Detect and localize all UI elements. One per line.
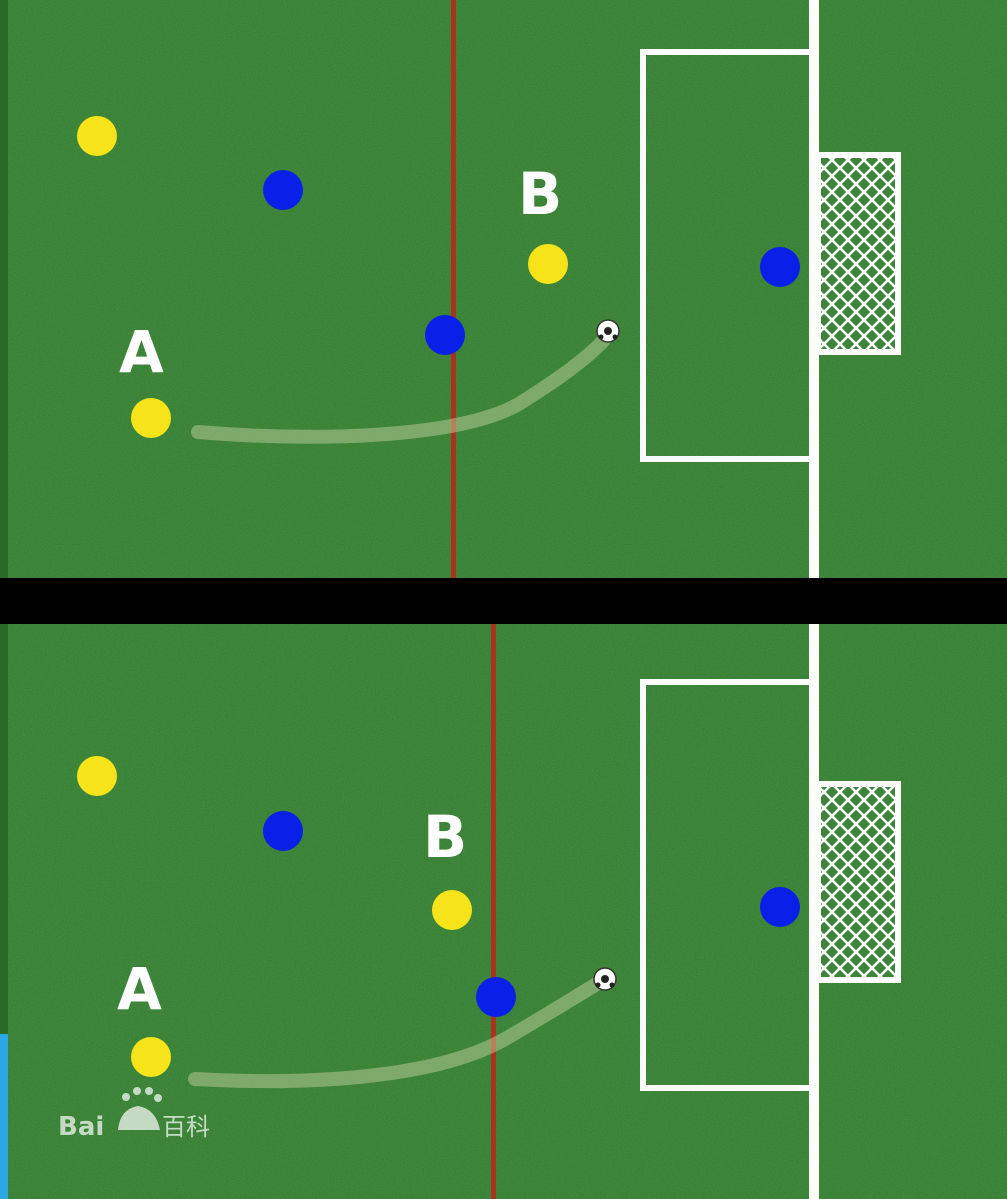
label-a: A [117,955,162,1023]
goalkeeper-player [760,887,800,927]
defender-player [425,315,465,355]
watermark-brand-left: Bai [58,1112,104,1142]
panel-divider [0,578,1007,624]
top-panel: A B [0,0,1007,578]
bottom-pitch-svg: A B Bai 百科 [0,624,1007,1199]
offside-line [451,0,456,578]
left-blue-edge [0,1034,8,1199]
attacker-player-b [432,890,472,930]
watermark-brand-right: 百科 [162,1113,210,1141]
defender-player [263,170,303,210]
goal-net-fill [818,784,898,980]
label-a: A [119,318,164,386]
soccer-ball-icon [597,320,619,342]
attacker-player-a [131,398,171,438]
label-b: B [518,160,562,228]
attacker-player [77,756,117,796]
attacker-player [77,116,117,156]
defender-player [476,977,516,1017]
label-b: B [423,803,467,871]
soccer-ball-icon [594,968,616,990]
defender-player [263,811,303,851]
bottom-panel: A B Bai 百科 [0,624,1007,1199]
top-pitch-svg: A B [0,0,1007,578]
goalkeeper-player [760,247,800,287]
offside-line [491,624,496,1199]
attacker-player-b [528,244,568,284]
left-edge [0,0,8,578]
attacker-player-a [131,1037,171,1077]
goal-net-fill [818,155,898,352]
